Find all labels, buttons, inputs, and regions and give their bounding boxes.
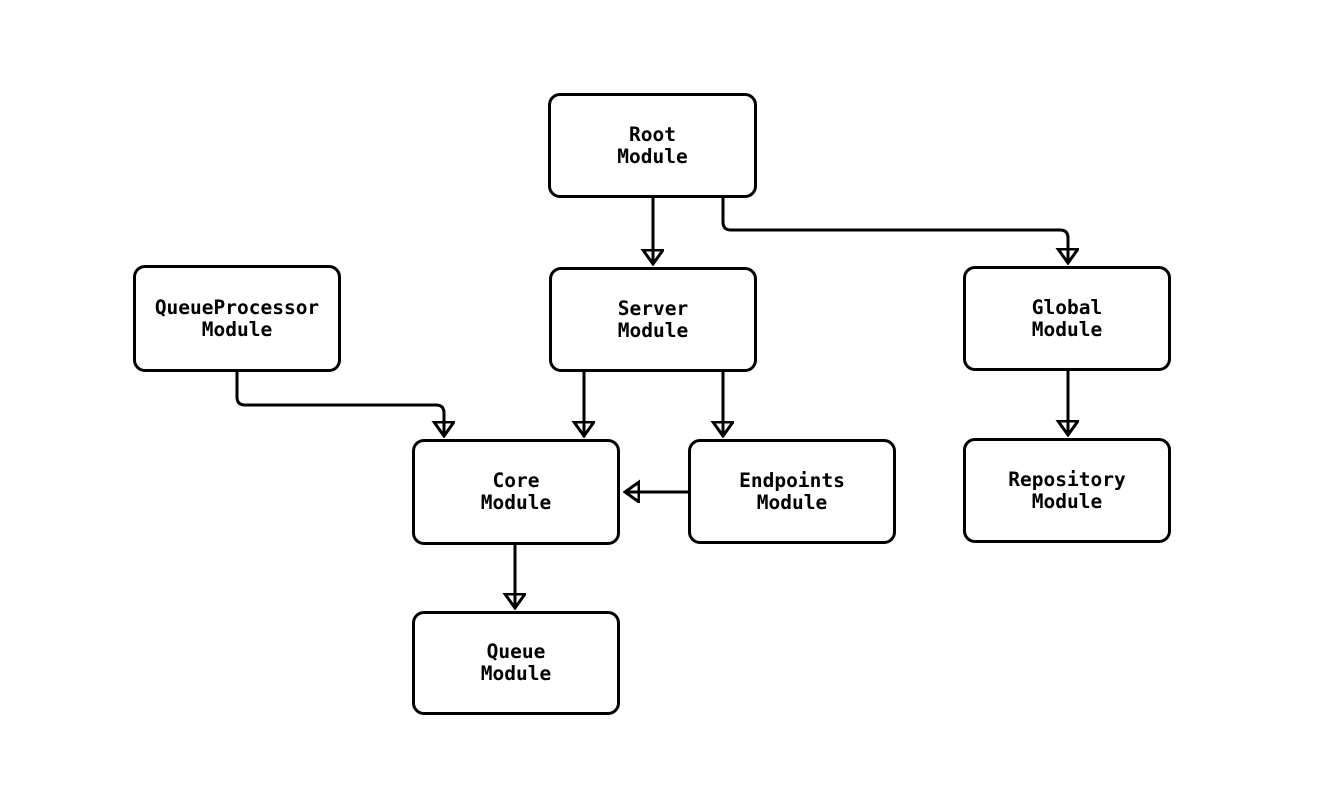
node-queue-module-label: Queue Module: [480, 640, 552, 685]
node-root-module: Root Module: [548, 93, 757, 198]
node-endpoints-module-label: Endpoints Module: [739, 468, 845, 514]
node-endpoints-module: Endpoints Module: [688, 439, 896, 544]
node-repository-module-label: Repository Module: [1008, 467, 1126, 513]
node-queue-processor-module: QueueProcessor Module: [133, 265, 341, 372]
node-core-module-label: Core Module: [480, 469, 552, 514]
edge-queue-processor-to-core: [235, 372, 444, 434]
node-root-module-label: Root Module: [617, 122, 688, 168]
node-repository-module: Repository Module: [963, 438, 1171, 543]
node-global-module-label: Global Module: [1031, 295, 1103, 341]
node-queue-processor-module-label: QueueProcessor Module: [154, 295, 320, 341]
edge-root-to-global: [721, 198, 1068, 261]
node-queue-module: Queue Module: [412, 611, 620, 715]
node-core-module: Core Module: [412, 439, 620, 545]
node-server-module-label: Server Module: [617, 296, 689, 342]
node-global-module: Global Module: [963, 266, 1171, 371]
node-server-module: Server Module: [549, 267, 757, 372]
